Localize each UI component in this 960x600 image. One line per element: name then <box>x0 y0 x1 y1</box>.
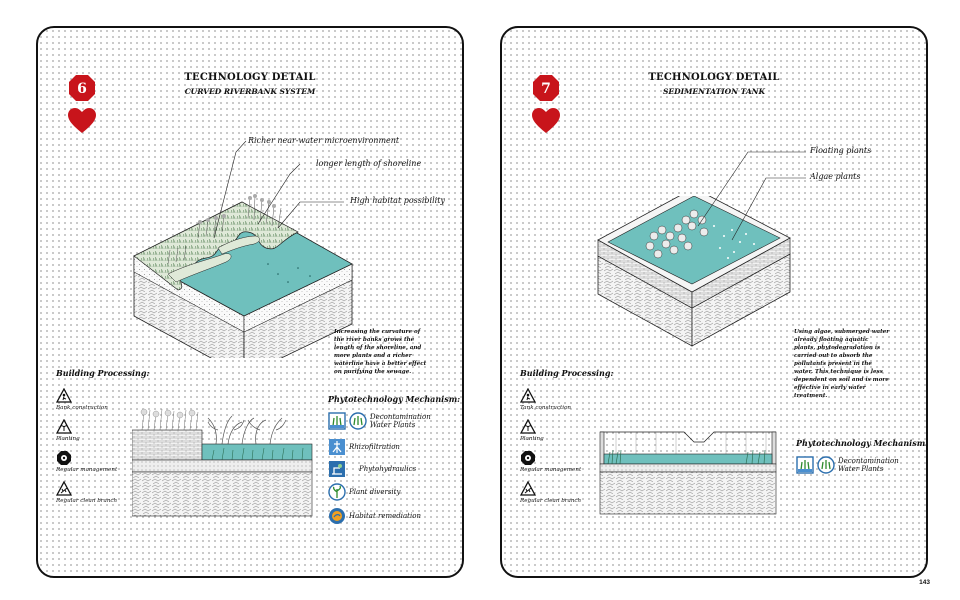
callout-leader-lines <box>697 151 806 241</box>
curved-riverbank-isometric-block <box>133 194 353 358</box>
step-bank-construction: Bank construction <box>56 388 146 411</box>
mechanism-phytohydraulics: Phytohydraulics <box>328 460 416 478</box>
water-plant-circle-icon <box>349 412 367 430</box>
step-regular-clean-branch: Regular clean branch <box>520 481 610 504</box>
water-plant-circle-icon <box>817 456 835 474</box>
callout-leader-lines <box>213 140 344 239</box>
panel-description: Using algae, submerged water already flo… <box>794 329 890 399</box>
tank-section-drawing <box>599 431 777 515</box>
planting-icon <box>520 419 536 434</box>
panel-sedimentation-tank: 7 TECHNOLOGY DETAIL SEDIMENTATION TANK F… <box>500 26 928 578</box>
digging-worker-icon <box>56 388 72 403</box>
panel-title: TECHNOLOGY DETAIL <box>184 72 316 83</box>
phytohydraulics-icon <box>329 461 345 477</box>
building-processing-title: Building Processing: <box>56 368 150 378</box>
step-planting: Planting <box>56 419 146 442</box>
callout-floating-plants: Floating plants <box>810 146 872 155</box>
octagon-number-badge-icon: 6 <box>69 75 95 101</box>
planting-icon <box>56 419 72 434</box>
callout-algae-plants: Algae plants <box>810 172 861 181</box>
mechanism-decontamination-water-plants: Decontamination Water Plants <box>796 456 908 474</box>
panel-curved-riverbank: 6 TECHNOLOGY DETAIL CURVED RIVERBANK SYS… <box>36 26 464 578</box>
digging-worker-icon <box>520 388 536 403</box>
step-regular-management: Regular management <box>56 450 146 473</box>
clean-branch-icon <box>520 481 536 496</box>
step-regular-clean-branch: Regular clean branch <box>56 481 146 504</box>
mechanism-decontamination-water-plants: Decontamination Water Plants <box>328 412 436 430</box>
page-number: 143 <box>919 579 930 586</box>
habitat-remediation-icon <box>329 508 345 524</box>
riverbank-section-drawing <box>132 408 313 517</box>
heart-icon <box>532 108 560 133</box>
svg-text:7: 7 <box>541 81 551 97</box>
water-plant-square-icon <box>796 456 814 474</box>
sedimentation-tank-isometric-block <box>597 196 791 347</box>
water-plant-square-icon <box>328 412 346 430</box>
building-processing-title: Building Processing: <box>520 368 614 378</box>
clean-branch-icon <box>56 481 72 496</box>
callout-near-water-microenvironment: Richer near-water microenvironment <box>248 136 400 145</box>
mechanism-plant-diversity: Plant diversity <box>328 483 400 501</box>
plant-diversity-icon <box>328 483 346 501</box>
mechanism-habitat-remediation: Habitat remediation <box>328 507 421 525</box>
mechanism-rhizofiltration: Rhizofiltration <box>328 438 400 456</box>
panel-subtitle: CURVED RIVERBANK SYSTEM <box>184 87 316 96</box>
mechanism-title: Phytotechnology Mechanism: <box>796 438 928 448</box>
heart-icon <box>68 108 96 133</box>
management-icon <box>521 451 535 465</box>
callout-shoreline-length: longer length of shoreline <box>316 159 422 168</box>
svg-text:6: 6 <box>77 81 87 97</box>
panel-title: TECHNOLOGY DETAIL <box>648 72 780 83</box>
panel-subtitle: SEDIMENTATION TANK <box>662 87 766 96</box>
step-planting: Planting <box>520 419 610 442</box>
step-regular-management: Regular management <box>520 450 610 473</box>
management-icon <box>57 451 71 465</box>
octagon-number-badge-icon: 7 <box>533 75 559 101</box>
panel-description: Increasing the curvature of the river ba… <box>334 329 427 375</box>
rhizofiltration-icon <box>329 439 345 455</box>
step-tank-construction: Tank construction <box>520 388 610 411</box>
mechanism-title: Phytotechnology Mechanism: <box>328 394 461 404</box>
callout-habitat-possibility: High habitat possibility <box>350 196 445 205</box>
